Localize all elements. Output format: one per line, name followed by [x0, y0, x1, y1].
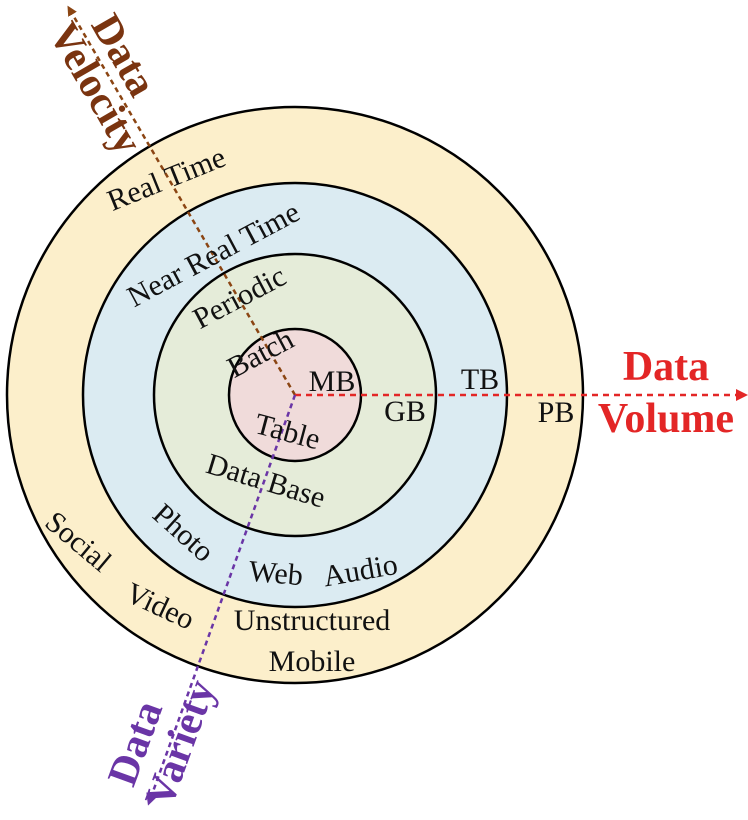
volume-label-mb: MB: [309, 365, 356, 398]
volume-label-pb: PB: [538, 396, 575, 429]
volume-label-tb: TB: [461, 363, 499, 396]
variety-label-web: Web: [247, 555, 304, 593]
variety-label-unstructured: Unstructured: [234, 604, 391, 637]
velocity-axis-arrow: [67, 5, 297, 396]
volume-axis-title-line2: Volume: [598, 396, 734, 442]
volume-label-gb: GB: [384, 395, 426, 428]
variety-label-mobile: Mobile: [269, 645, 356, 678]
volume-axis-title-line1: Data: [623, 344, 709, 390]
